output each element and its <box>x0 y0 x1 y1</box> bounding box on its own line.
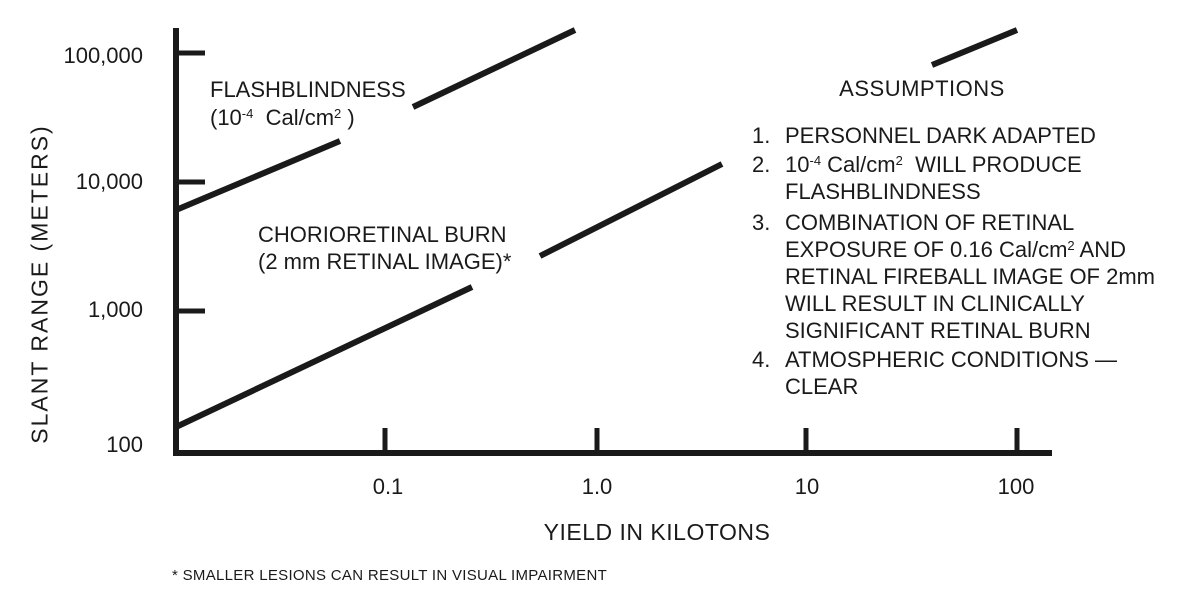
x-tick-label-10: 10 <box>794 474 820 499</box>
text-line: SIGNIFICANT RETINAL BURN <box>785 318 1091 343</box>
assumption-text: ATMOSPHERIC CONDITIONS —CLEAR <box>785 346 1182 400</box>
superscript: 2 <box>895 153 903 168</box>
assumption-text: PERSONNEL DARK ADAPTED <box>785 122 1182 149</box>
y-tick-label-1000: 1,000 <box>87 297 143 322</box>
assumptions-heading: ASSUMPTIONS <box>839 76 1005 101</box>
x-tick-label-100: 100 <box>997 474 1035 499</box>
x-tick-label-1_0: 1.0 <box>581 474 613 499</box>
assumption-item: 1. PERSONNEL DARK ADAPTED <box>752 122 1182 149</box>
x-axis-ticks <box>382 428 1020 450</box>
y-axis-title: SLANT RANGE (METERS) <box>26 124 53 444</box>
assumption-item: 4. ATMOSPHERIC CONDITIONS —CLEAR <box>752 346 1182 400</box>
text-line: WILL RESULT IN CLINICALLY <box>785 291 1085 316</box>
y-tick-label-10000: 10,000 <box>75 169 143 194</box>
text-line: 10-4 Cal/cm2 WILL PRODUCE <box>785 152 1082 177</box>
superscript: -4 <box>809 153 822 168</box>
text-line: CLEAR <box>785 374 859 399</box>
assumption-number: 3. <box>752 210 771 235</box>
text-line: (2 mm RETINAL IMAGE)* <box>258 249 512 274</box>
y-axis-ticks <box>176 50 205 314</box>
text-line: FLASHBLINDNESS <box>210 77 406 102</box>
superscript: 2 <box>334 106 342 121</box>
x-tick-label-0_1: 0.1 <box>372 474 404 499</box>
assumption-number: 2. <box>752 152 771 177</box>
flashblindness-label: FLASHBLINDNESS (10-4 Cal/cm2 ) <box>210 76 406 132</box>
text-line: (10-4 Cal/cm2 ) <box>210 105 355 130</box>
footnote: * SMALLER LESIONS CAN RESULT IN VISUAL I… <box>172 567 608 584</box>
text-line: ATMOSPHERIC CONDITIONS — <box>785 347 1118 372</box>
text-line: RETINAL FIREBALL IMAGE OF 2mm <box>785 264 1155 289</box>
superscript: 2 <box>1067 238 1075 253</box>
assumptions-list: 1. PERSONNEL DARK ADAPTED 2. 10-4 Cal/cm2 W… <box>752 122 1182 400</box>
flashblindness-line <box>174 27 577 213</box>
y-tick-label-100: 100 <box>106 432 143 457</box>
text-line: COMBINATION OF RETINAL <box>785 210 1075 235</box>
y-tick-label-100000: 100,000 <box>63 43 143 68</box>
superscript: -4 <box>241 106 254 121</box>
assumption-number: 4. <box>752 347 771 372</box>
x-axis-title: YIELD IN KILOTONS <box>543 519 771 545</box>
chorioretinal-burn-label: CHORIORETINAL BURN(2 mm RETINAL IMAGE)* <box>258 221 511 275</box>
text-line: EXPOSURE OF 0.16 Cal/cm2 AND <box>785 237 1127 262</box>
text-line: PERSONNEL DARK ADAPTED <box>785 123 1096 148</box>
assumption-number: 1. <box>752 123 771 148</box>
chorioretinal-burn-line <box>174 27 1019 430</box>
text-line: CHORIORETINAL BURN <box>258 222 507 247</box>
text-line: FLASHBLINDNESS <box>785 179 981 204</box>
